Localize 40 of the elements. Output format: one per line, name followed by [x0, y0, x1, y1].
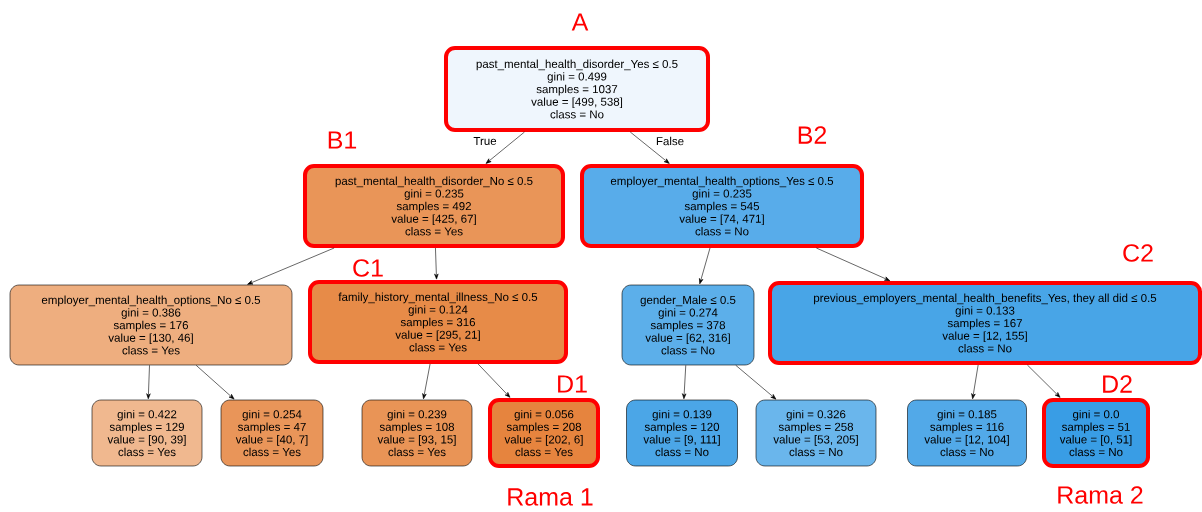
edge-label: True	[472, 136, 498, 146]
arrow	[682, 365, 687, 400]
arrow	[477, 363, 511, 398]
tree-node-box: employer_mental_health_options_No ≤ 0.5 gini = 0.386 samples = 176 value = [130, 46] class = Yes	[9, 284, 293, 366]
annotation-label: C2	[1123, 244, 1153, 262]
arrow	[699, 247, 711, 285]
annotation-label: C1	[353, 259, 383, 277]
arrow	[971, 364, 979, 400]
arrow	[816, 247, 891, 281]
annotation-label: B1	[328, 131, 357, 149]
arrow	[1027, 364, 1061, 398]
tree-node-box: previous_employers_mental_health_benefits_Yes, they all did ≤ 0.5 gini = 0.133 samples = 167 value = [12, 155] class = No	[768, 281, 1202, 365]
tree-node-box: past_mental_health_disorder_No ≤ 0.5 gini = 0.235 samples = 492 value = [425, 67] class = Yes	[303, 164, 565, 248]
arrow	[735, 365, 777, 400]
tree-node-box: gender_Male ≤ 0.5 gini = 0.274 samples = 378 value = [62, 316] class = No	[621, 284, 755, 366]
arrow	[146, 365, 151, 400]
tree-node-box: gini = 0.239 samples = 108 value = [93, 15] class = Yes	[361, 399, 473, 467]
tree-node-box: gini = 0.185 samples = 116 value = [12, 104] class = No	[907, 399, 1027, 467]
tree-node-box: gini = 0.422 samples = 129 value = [90, 39] class = Yes	[91, 399, 203, 467]
tree-node-box: employer_mental_health_options_Yes ≤ 0.5 gini = 0.235 samples = 545 value = [74, 471] class = No	[580, 164, 864, 248]
annotation-label: D2	[1103, 375, 1132, 393]
tree-node-box: gini = 0.326 samples = 258 value = [53, 205] class = No	[755, 399, 877, 467]
edge-label: False	[654, 135, 686, 147]
tree-node-box: gini = 0.0 samples = 51 value = [0, 51] class = No	[1042, 398, 1150, 468]
arrow	[434, 247, 439, 280]
tree-node-box: family_history_mental_illness_No ≤ 0.5 gini = 0.124 samples = 316 value = [295, 21] class = Yes	[308, 280, 568, 364]
annotation-label: Rama 2	[1058, 486, 1143, 504]
tree-node-box: gini = 0.139 samples = 120 value = [9, 111] class = No	[626, 399, 738, 467]
annotation-label: D1	[558, 375, 587, 393]
arrow	[422, 363, 431, 400]
arrow	[629, 131, 670, 164]
arrow	[247, 247, 335, 285]
arrow	[195, 365, 235, 400]
arrow	[485, 131, 525, 164]
tree-node-box: past_mental_health_disorder_Yes ≤ 0.5 gini = 0.499 samples = 1037 value = [499, 538] class = No	[444, 46, 710, 132]
annotation-label: Rama 1	[508, 488, 593, 506]
annotation-label: B2	[798, 126, 827, 144]
tree-node-box: gini = 0.056 samples = 208 value = [202, 6] class = Yes	[488, 398, 600, 468]
tree-node-box: gini = 0.254 samples = 47 value = [40, 7] class = Yes	[220, 399, 324, 467]
annotation-label: A	[571, 13, 589, 31]
